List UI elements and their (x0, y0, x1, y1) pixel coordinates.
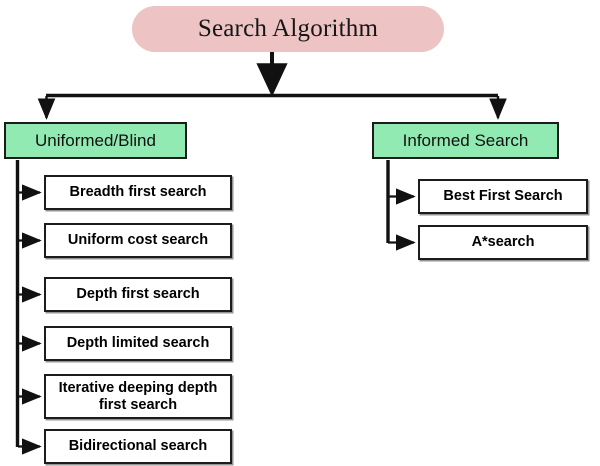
node-a-star-search[interactable]: A*search (418, 225, 588, 260)
node-label: Depth first search (76, 286, 200, 303)
node-label: Iterative deeping depth first search (58, 380, 218, 413)
node-uniform-cost-search[interactable]: Uniform cost search (44, 223, 232, 258)
node-label: Depth limited search (66, 335, 210, 352)
node-label: Best First Search (443, 188, 563, 205)
edge-uninformed-spine (15, 160, 42, 455)
node-bidirectional-search[interactable]: Bidirectional search (44, 429, 232, 464)
node-search-algorithm[interactable]: Search Algorithm (132, 6, 444, 52)
node-breadth-first-search[interactable]: Breadth first search (44, 175, 232, 210)
node-label: Search Algorithm (197, 15, 379, 42)
edge-informed-spine (386, 160, 416, 251)
node-iterative-deepening-depth-first-search[interactable]: Iterative deeping depth first search (44, 374, 232, 419)
node-best-first-search[interactable]: Best First Search (418, 179, 588, 214)
node-label: Uniform cost search (67, 232, 209, 249)
node-depth-first-search[interactable]: Depth first search (44, 277, 232, 312)
node-depth-limited-search[interactable]: Depth limited search (44, 326, 232, 361)
node-label: Informed Search (402, 130, 529, 150)
node-label: Bidirectional search (68, 438, 208, 455)
node-uniformed-blind[interactable]: Uniformed/Blind (4, 122, 187, 159)
node-informed-search[interactable]: Informed Search (372, 122, 559, 159)
node-label: Breadth first search (69, 184, 207, 201)
node-label: A*search (471, 234, 535, 251)
node-label: Uniformed/Blind (35, 130, 156, 150)
